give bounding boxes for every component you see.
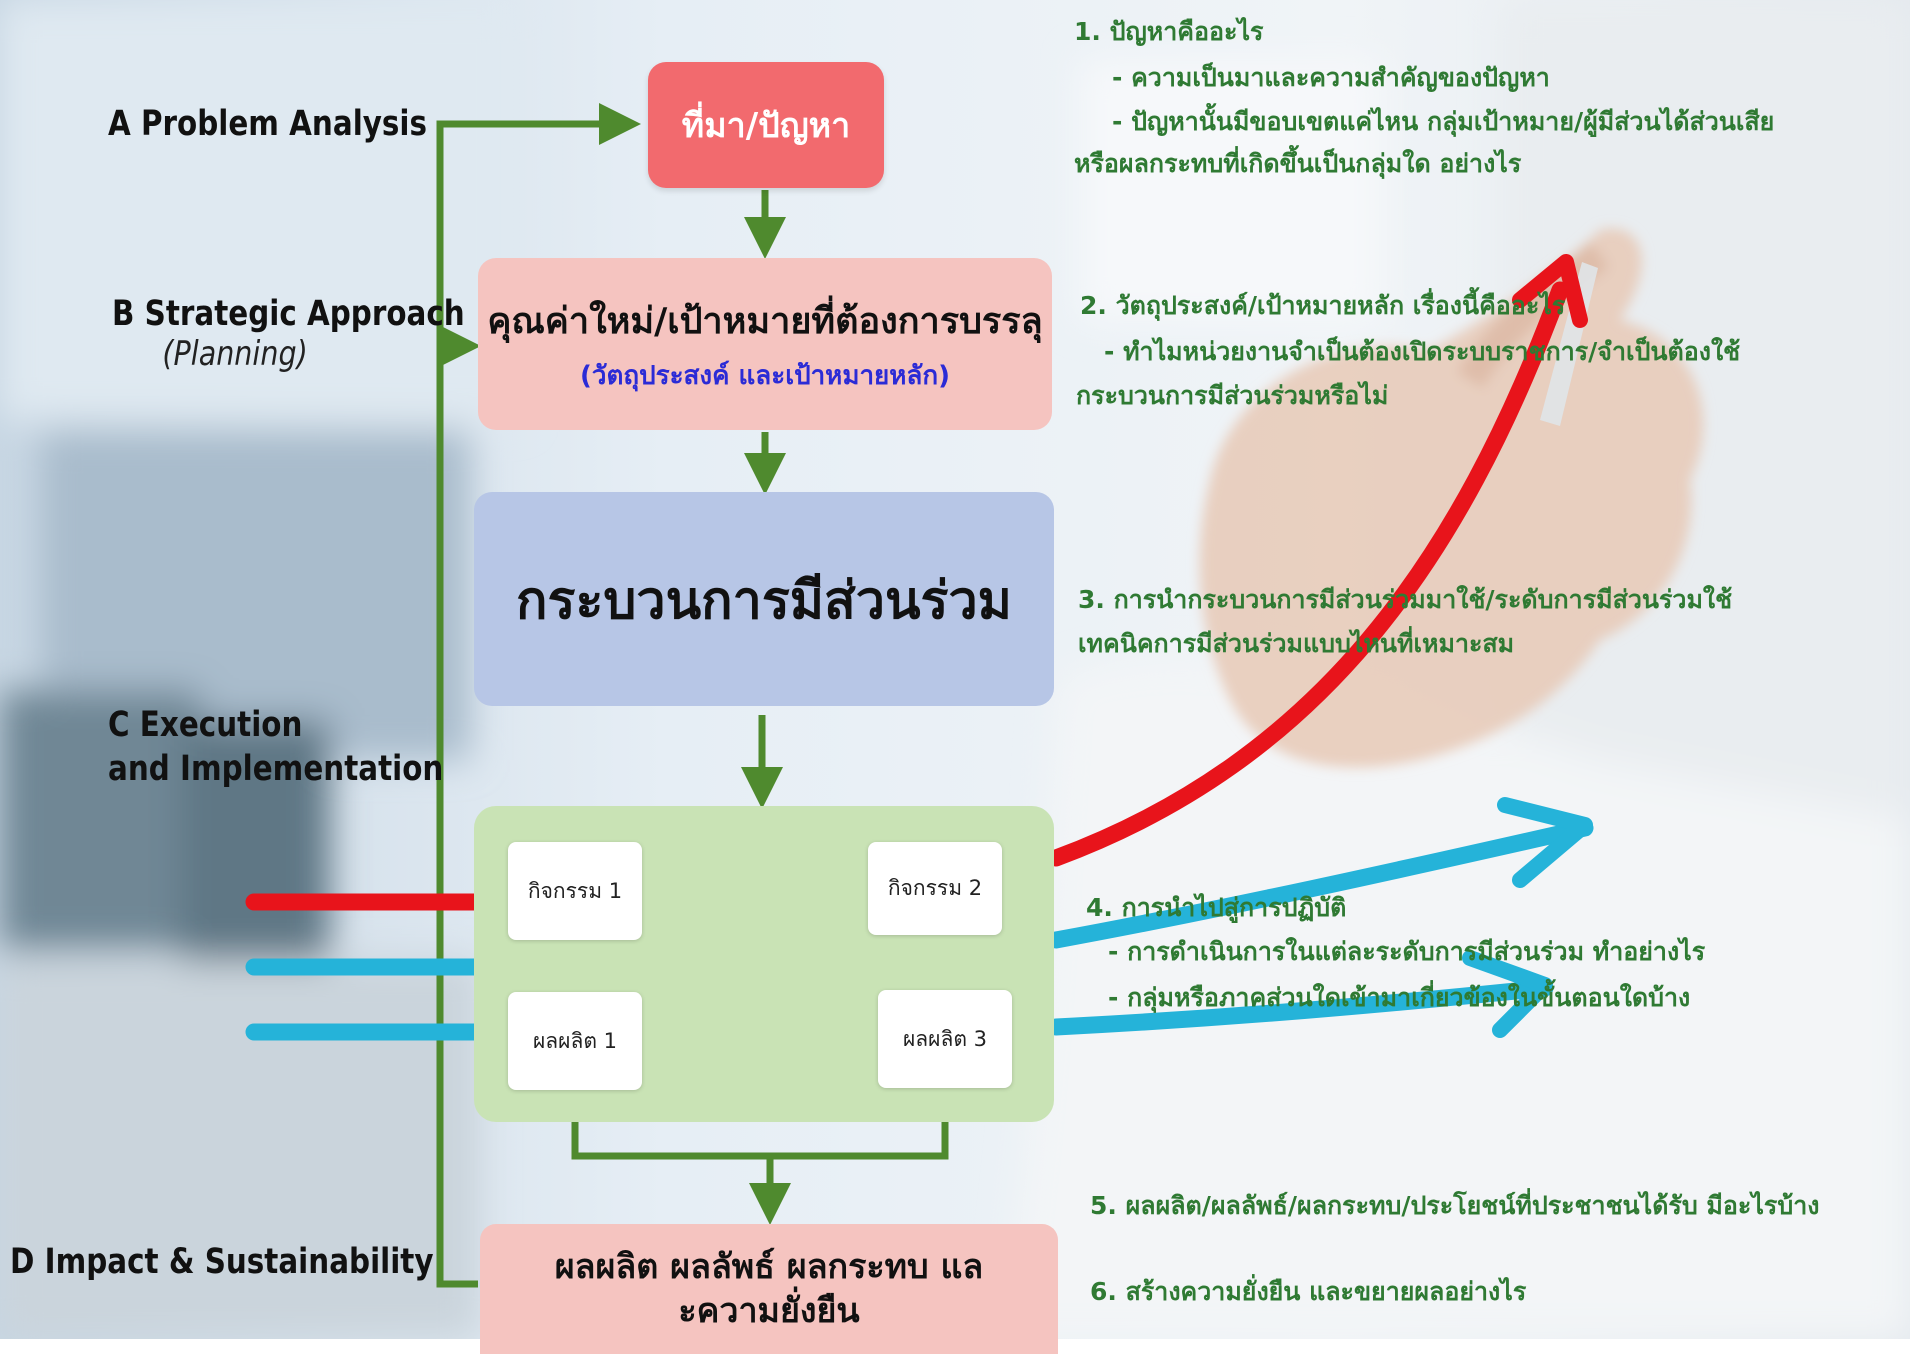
phase-c-line2: and Implementation (108, 748, 444, 789)
output-1-box: ผลผลิต 1 (508, 992, 642, 1090)
question-1-line1: - ความเป็นมาและความสำคัญของปัญหา (1112, 63, 1550, 92)
source-problem-text: ที่มา/ปัญหา (681, 106, 851, 146)
activity-2-box: กิจกรรม 2 (868, 842, 1002, 935)
question-6: 6. สร้างความยั่งยืน และขยายผลอย่างไร (1090, 1277, 1527, 1306)
output-1-text: ผลผลิต 1 (532, 1028, 618, 1053)
activity-2-text: กิจกรรม 2 (887, 876, 983, 900)
question-4-line1: - การดำเนินการในแต่ละระดับการมีส่วนร่วม … (1108, 937, 1706, 966)
question-5: 5. ผลผลิต/ผลลัพธ์/ผลกระทบ/ประโยชน์ที่ประ… (1090, 1191, 1820, 1220)
question-3-line2: เทคนิคการมีส่วนร่วมแบบไหนที่เหมาะสม (1078, 629, 1515, 658)
question-3-line1: 3. การนำกระบวนการมีส่วนร่วมมาใช้/ระดับกา… (1078, 585, 1733, 614)
new-value-title: คุณค่าใหม่/เป้าหมายที่ต้องการบรรลุ (487, 301, 1043, 342)
phase-a-label: A Problem Analysis (108, 104, 428, 144)
outcome-line2: ะความยั่งยืน (678, 1291, 860, 1331)
phase-b-subtitle: (Planning) (162, 334, 308, 374)
participation-process-box: กระบวนการมีส่วนร่วม (474, 492, 1054, 706)
output-3-text: ผลผลิต 3 (902, 1026, 988, 1051)
new-value-box: คุณค่าใหม่/เป้าหมายที่ต้องการบรรลุ (วัตถ… (478, 258, 1052, 430)
question-1-line2: - ปัญหานั้นมีขอบเขตแค่ไหน กลุ่มเป้าหมาย/… (1112, 107, 1775, 136)
participation-process-text: กระบวนการมีส่วนร่วม (516, 570, 1012, 631)
question-4-line2: - กลุ่มหรือภาคส่วนใดเข้ามาเกี่ยวข้องในขั… (1108, 983, 1691, 1012)
question-2-line1: - ทำไมหน่วยงานจำเป็นต้องเปิดระบบราชการ/จ… (1104, 337, 1741, 366)
phase-b-title: B Strategic Approach (112, 294, 465, 334)
phase-d-label: D Impact & Sustainability (10, 1242, 434, 1282)
new-value-subtitle: (วัตถุประสงค์ และเป้าหมายหลัก) (579, 361, 950, 391)
question-1-line3: หรือผลกระทบที่เกิดขึ้นเป็นกลุ่มใด อย่างไ… (1074, 149, 1522, 178)
activity-1-text: กิจกรรม 1 (527, 878, 623, 903)
phase-c-label: C Execution and Implementation (108, 704, 443, 792)
question-2-title: 2. วัตถุประสงค์/เป้าหมายหลัก เรื่องนี้คื… (1080, 291, 1566, 320)
activity-1-box: กิจกรรม 1 (508, 842, 642, 940)
phase-c-line1: C Execution (108, 705, 303, 745)
outcome-box: ผลผลิต ผลลัพธ์ ผลกระทบ แล ะความยั่งยืน (480, 1224, 1058, 1354)
question-1-title: 1. ปัญหาคืออะไร (1074, 17, 1264, 46)
question-2-line2: กระบวนการมีส่วนร่วมหรือไม่ (1076, 381, 1389, 410)
phase-b-label: B Strategic Approach (Planning) (112, 294, 465, 374)
outcome-line1: ผลผลิต ผลลัพธ์ ผลกระทบ แล (554, 1246, 984, 1287)
question-4-title: 4. การนำไปสู่การปฏิบัติ (1086, 893, 1347, 922)
output-3-box: ผลผลิต 3 (878, 990, 1012, 1088)
source-problem-box: ที่มา/ปัญหา (648, 62, 884, 188)
